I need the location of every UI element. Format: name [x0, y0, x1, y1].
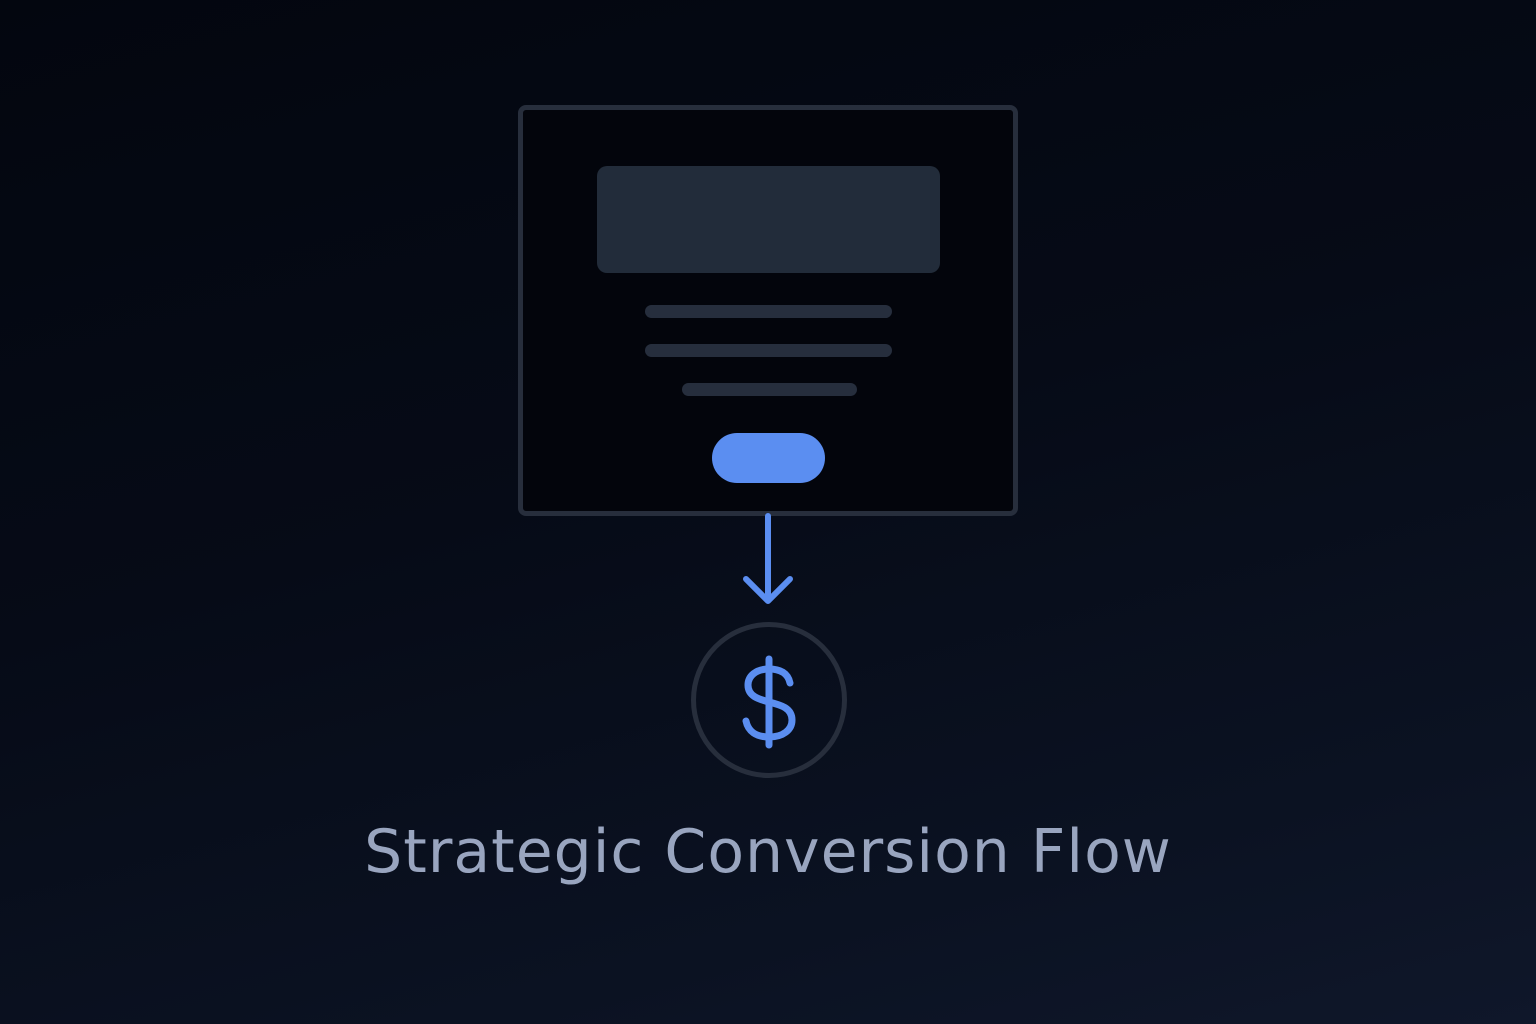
hero-image-placeholder: [597, 166, 940, 273]
dollar-sign-icon: [742, 655, 796, 749]
text-line-placeholder: [645, 344, 892, 357]
revenue-coin: [691, 622, 847, 778]
text-line-placeholder: [645, 305, 892, 318]
diagram-title: Strategic Conversion Flow: [364, 817, 1172, 887]
text-line-placeholder: [682, 383, 857, 396]
landing-page-wireframe: [518, 105, 1018, 516]
cta-button[interactable]: [712, 433, 825, 483]
arrow-head-icon: [743, 576, 793, 604]
